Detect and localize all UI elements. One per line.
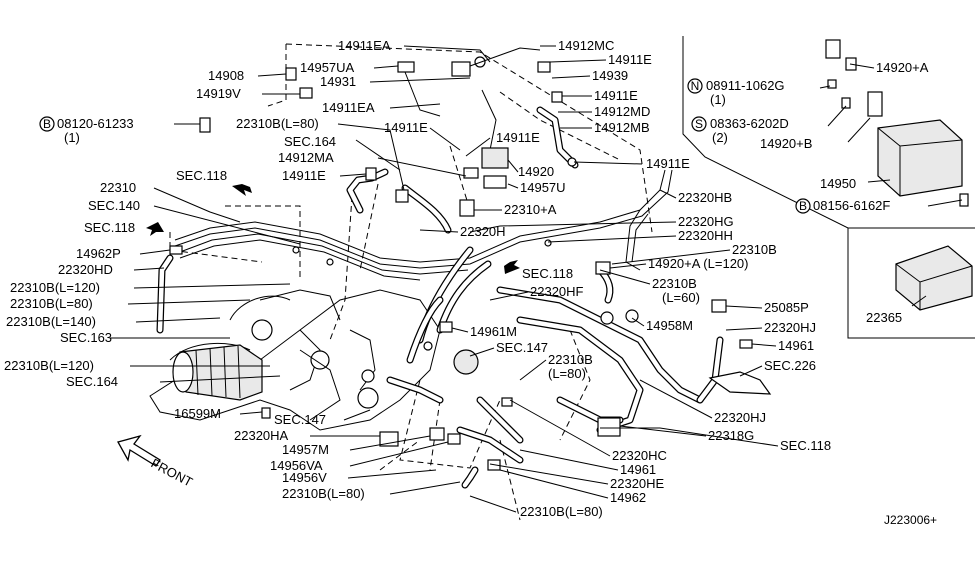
part-label: 14911E [384,120,428,135]
part-label: 14961 [778,338,814,353]
part-label: 14911E [594,88,638,103]
part-label: 22365 [866,310,902,325]
part-label: (L=80) [548,366,586,381]
part-label: 22310B(L=120) [10,280,100,295]
part-label: 22310+A [504,202,557,217]
part-label: (1) [64,130,80,145]
part-label: 14950 [820,176,856,191]
part-label: SEC.164 [284,134,336,149]
front-direction-label: FRONT [149,455,196,489]
inset-frame [682,36,975,339]
part-label: 22320HG [678,214,734,229]
part-label: 22320HJ [714,410,766,425]
part-label: 14961M [470,324,517,339]
part-label: 14962P [76,246,121,261]
part-label: SEC.226 [764,358,816,373]
part-label: 22320HH [678,228,733,243]
part-label: 08156-6162F [813,198,890,213]
circled-s-marker: S [695,117,703,131]
part-label: 22320HF [530,284,584,299]
circled-markers: B N S B [39,78,811,214]
part-label: 25085P [764,300,809,315]
part-label: 14957U [520,180,566,195]
part-label: SEC.164 [66,374,118,389]
part-label: SEC.118 [780,438,831,453]
hoses [156,106,724,489]
part-label: 14939 [592,68,628,83]
part-label: 22310 [100,180,136,195]
circled-n-marker: N [691,79,700,93]
part-label: 14957M [282,442,329,457]
part-label: 08120-61233 [57,116,134,131]
part-label: 14931 [320,74,356,89]
part-label: 14912MA [278,150,334,165]
part-label: 14920+B [760,136,812,151]
part-label: 08363-6202D [710,116,789,131]
direction-arrows [117,184,520,467]
part-label: 14908 [208,68,244,83]
circled-b-marker: B [43,117,51,131]
part-label: 22320H [460,224,506,239]
part-label: 14911EA [338,38,391,53]
circled-b-marker: B [799,199,807,213]
part-label: 14956VA [270,458,323,473]
engine-outline [149,289,441,431]
part-label: SEC.147 [496,340,548,355]
part-label: SEC.118 [522,266,573,281]
part-label: 14962 [610,490,646,505]
part-label: 22310B [732,242,777,257]
part-label: 14911EA [322,100,375,115]
part-label: SEC.163 [60,330,112,345]
part-label: SEC.118 [84,220,135,235]
part-label: 22310B(L=80) [10,296,93,311]
part-label: 22320HB [678,190,732,205]
part-labels: 14911EA 14912MC 14957UA 14911E 14908 149… [4,38,929,519]
part-label: 22310B [652,276,697,291]
leader-lines [110,45,963,513]
part-label: 22310B(L=120) [4,358,94,373]
part-label: 22320HD [58,262,113,277]
part-label: 08911-1062G [706,78,785,93]
part-label: 14958M [646,318,693,333]
part-label: 14919V [196,86,241,101]
part-label: 22320HC [612,448,667,463]
part-label: 22310B [548,352,593,367]
diagram-id: J223006+ [884,513,937,527]
hose-bundle [174,169,673,281]
components [169,39,973,471]
part-label: 14961 [620,462,656,477]
part-label: 14911E [608,52,652,67]
part-label: (2) [712,130,728,145]
part-label: 16599M [174,406,221,421]
part-label: 22320HA [234,428,289,443]
part-label: 14920+A [876,60,929,75]
part-label: 22318G [708,428,754,443]
part-label: 22310B(L=140) [6,314,96,329]
part-label: 14920 [518,164,554,179]
part-label: (L=60) [662,290,700,305]
part-label: 14912MC [558,38,614,53]
part-label: 22320HJ [764,320,816,335]
part-label: SEC.140 [88,198,140,213]
part-label: 14912MB [594,120,650,135]
part-label: 14911E [496,130,540,145]
part-label: 14920+A (L=120) [648,256,748,271]
part-label: 22310B(L=80) [236,116,319,131]
part-label: 22310B(L=80) [282,486,365,501]
part-label: 14911E [282,168,326,183]
part-label: SEC.147 [274,412,326,427]
part-label: (1) [710,92,726,107]
part-label: 14912MD [594,104,650,119]
part-label: 14956V [282,470,327,485]
part-label: 14957UA [300,60,355,75]
part-label: 14911E [646,156,690,171]
part-label: SEC.118 [176,168,227,183]
dashed-guides [169,43,653,521]
part-label: 22310B(L=80) [520,504,603,519]
part-label: 22320HE [610,476,665,491]
